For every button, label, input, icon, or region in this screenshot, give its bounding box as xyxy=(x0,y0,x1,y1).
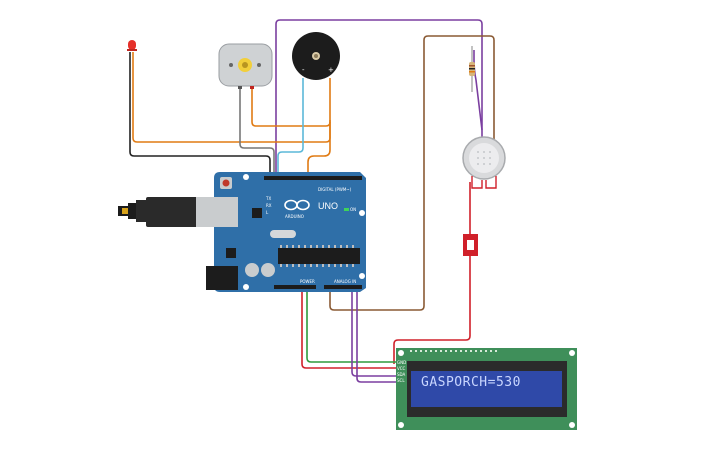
power-label: POWER xyxy=(300,279,315,284)
arduino-logo xyxy=(284,199,310,211)
lcd-screen xyxy=(411,371,562,407)
wire-red-5v[interactable] xyxy=(301,290,396,369)
lcd-pin-sda: SDA xyxy=(397,372,406,377)
arduino-model: UNO xyxy=(318,201,338,211)
slide-switch[interactable] xyxy=(463,234,478,256)
wire-black-led[interactable] xyxy=(129,52,271,178)
label-tx: TX xyxy=(265,196,271,201)
label-on: ON xyxy=(350,207,356,212)
analog-header[interactable] xyxy=(324,285,362,289)
usb-port xyxy=(196,197,238,227)
wires xyxy=(129,19,495,383)
digital-header[interactable] xyxy=(264,176,362,180)
analog-label: ANALOG IN xyxy=(334,279,356,284)
label-rx: RX xyxy=(266,203,272,208)
wire-purple-sensor[interactable] xyxy=(275,19,483,178)
piezo-buzzer[interactable]: - + xyxy=(292,32,340,80)
digital-label: DIGITAL (PWM~) xyxy=(318,187,352,192)
wire-brown-sensor[interactable] xyxy=(329,35,495,311)
wire-purple-scl[interactable] xyxy=(356,290,396,383)
label-l: L xyxy=(266,210,269,215)
power-header[interactable] xyxy=(274,285,316,289)
power-jack xyxy=(206,266,238,290)
power-led xyxy=(344,208,349,211)
wire-green-gnd[interactable] xyxy=(306,290,396,363)
wire-purple-sda[interactable] xyxy=(351,290,396,377)
arduino-uno[interactable]: ARDUINO UNO DIGITAL (PWM~) POWER ANALOG … xyxy=(118,172,366,292)
led[interactable] xyxy=(127,40,137,51)
wire-orange-motor[interactable] xyxy=(251,86,331,127)
lcd-pin-gnd: GND xyxy=(397,360,406,365)
lcd-text: GASPORCH=530 xyxy=(421,375,521,390)
svg-text:+: + xyxy=(328,66,334,74)
lcd-pin-scl: SCL xyxy=(397,378,405,383)
wire-red-lcd[interactable] xyxy=(393,256,471,364)
wire-gray-motor[interactable] xyxy=(239,86,275,178)
lcd-pin-vcc: VCC xyxy=(397,366,406,371)
arduino-brand: ARDUINO xyxy=(285,214,304,219)
lcd-display[interactable]: GND VCC SDA SCL GASPORCH=530 xyxy=(396,348,577,430)
svg-text:-: - xyxy=(302,66,305,74)
gas-sensor[interactable] xyxy=(462,136,506,189)
atmega-chip xyxy=(278,248,360,264)
wire-purple-sensor-2[interactable] xyxy=(473,50,483,131)
dc-motor[interactable] xyxy=(218,43,273,89)
resistor[interactable] xyxy=(469,46,475,92)
wire-cyan-buzzer[interactable] xyxy=(277,78,304,178)
wire-orange-buzzer[interactable] xyxy=(307,78,331,178)
